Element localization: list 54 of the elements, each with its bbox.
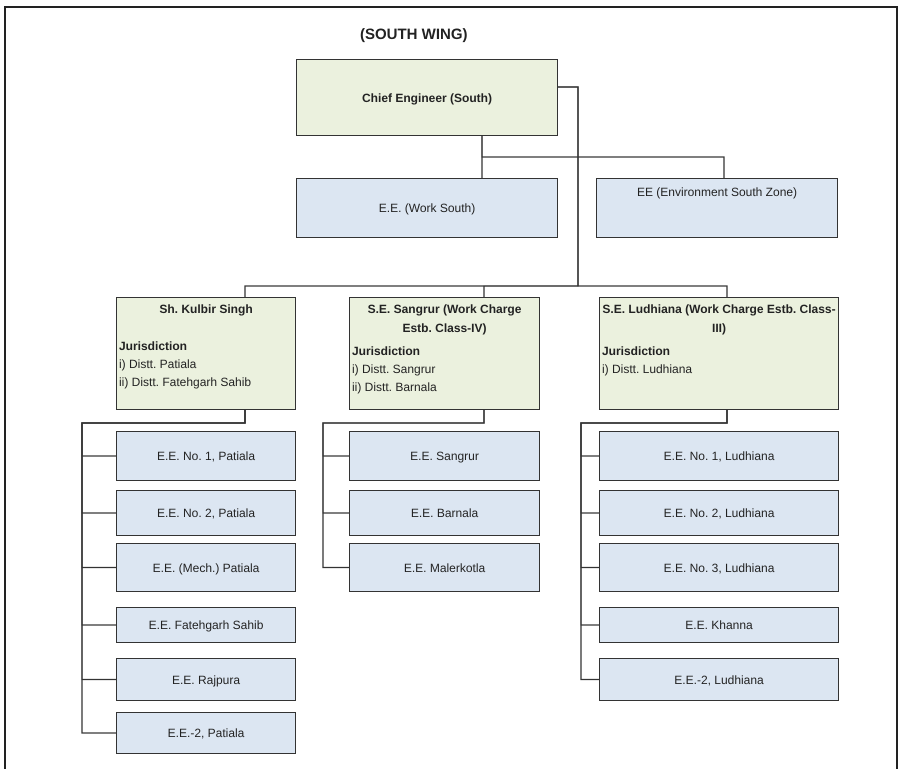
chart-title: (SOUTH WING) [360, 26, 468, 43]
office-box [116, 543, 296, 592]
office-name: E.E.-2, Patiala [168, 726, 244, 740]
connector-line [81, 410, 246, 734]
officer-box [349, 297, 540, 410]
office-name: E.E. Rajpura [172, 672, 240, 686]
office-name: E.E. No. 2, Patiala [156, 506, 256, 520]
office-box [599, 543, 839, 592]
office-name: E.E. No. 3, Ludhiana [664, 560, 774, 574]
connector-line [580, 410, 728, 680]
section-heading: Jurisdiction [352, 343, 422, 360]
office-name: E.E.-2, Ludhiana [674, 672, 764, 686]
connector-line [322, 410, 485, 568]
office-box [349, 431, 540, 481]
office-box [116, 431, 296, 481]
office-box [116, 607, 296, 643]
office-name: E.E. Barnala [410, 506, 478, 520]
connector-line [558, 86, 728, 297]
jurisdiction-item: ii) Distt. Fatehgarh Sahib [119, 374, 252, 391]
section-heading: Jurisdiction [119, 338, 188, 355]
office-name: E.E. No. 1, Patiala [156, 449, 256, 463]
officer-box [599, 297, 839, 410]
office-box [116, 712, 296, 754]
officer-title: Sh. Kulbir Singh [158, 301, 254, 318]
jurisdiction-item: ii) Distt. Barnala [352, 379, 438, 396]
office-box [116, 658, 296, 701]
office-name: EE (Environment South Zone) [636, 185, 798, 199]
officer-box [116, 297, 296, 410]
office-box [349, 490, 540, 536]
connector-line [481, 136, 725, 178]
office-name: E.E. (Mech.) Patiala [152, 560, 260, 574]
jurisdiction-item: i) Distt. Patiala [119, 356, 198, 373]
office-name: E.E. Fatehgarh Sahib [148, 618, 264, 632]
office-box [349, 543, 540, 592]
office-box [116, 490, 296, 536]
office-box [596, 178, 838, 238]
office-box [599, 658, 839, 701]
office-name: E.E. Khanna [685, 618, 753, 632]
jurisdiction-item: i) Distt. Ludhiana [602, 361, 694, 378]
office-name: E.E. No. 2, Ludhiana [664, 506, 774, 520]
section-heading: Jurisdiction [602, 343, 672, 360]
office-box [599, 431, 839, 481]
office-box [296, 178, 558, 238]
officer-title: S.E. Sangrur (Work Charge Estb. Class-IV) [366, 301, 522, 337]
office-name: E.E. Malerkotla [404, 560, 486, 574]
office-box [599, 490, 839, 536]
office-box [599, 607, 839, 643]
office-name: Chief Engineer (South) [362, 90, 492, 104]
office-name: E.E. No. 1, Ludhiana [664, 449, 774, 463]
jurisdiction-item: i) Distt. Sangrur [352, 361, 436, 378]
officer-title: S.E. Ludhiana (Work Charge Estb. Class-III) [602, 301, 836, 337]
office-name: E.E. (Work South) [378, 201, 476, 215]
office-name: E.E. Sangrur [410, 449, 479, 463]
officer-box [296, 59, 558, 136]
